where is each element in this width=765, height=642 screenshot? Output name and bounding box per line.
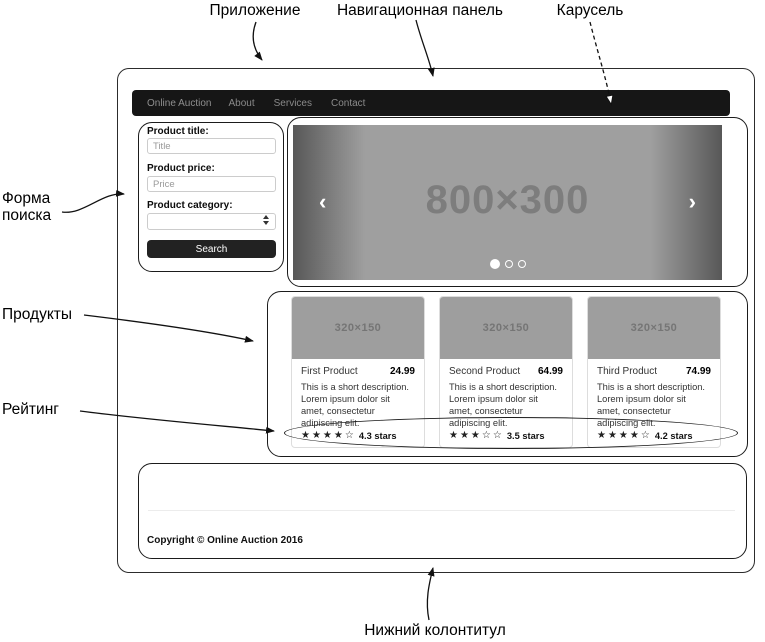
annotation-label-navbar: Навигационная панель [336, 2, 504, 19]
product-description: This is a short description. Lorem ipsum… [597, 382, 705, 429]
rating-text: 4.3 stars [358, 430, 397, 441]
carousel-prev-icon[interactable]: ‹ [319, 188, 327, 214]
product-card: 320×150 Third Product 74.99 This is a sh… [587, 296, 721, 448]
copyright-text: Copyright © Online Auction 2016 [147, 535, 303, 546]
product-price-input[interactable] [147, 176, 276, 192]
footer-divider [148, 510, 735, 511]
product-category-select[interactable] [147, 213, 276, 230]
annotation-label-footer: Нижний колонтитул [364, 622, 506, 639]
product-price: 64.99 [537, 366, 563, 377]
product-image-placeholder: 320×150 [292, 297, 424, 359]
product-title: Second Product [449, 366, 521, 377]
product-card: 320×150 Second Product 64.99 This is a s… [439, 296, 573, 448]
navbar-link-about[interactable]: About [228, 97, 255, 109]
carousel: 800×300 ‹ › [293, 125, 722, 280]
star-rating-icons: ★★★★☆ [597, 430, 652, 441]
navbar-link-services[interactable]: Services [273, 97, 312, 109]
carousel-dot-2[interactable] [504, 260, 513, 268]
carousel-next-icon[interactable]: › [688, 188, 696, 214]
rating-text: 3.5 stars [506, 430, 545, 441]
carousel-dot-1[interactable] [489, 259, 500, 269]
rating-text: 4.2 stars [654, 430, 693, 441]
product-description: This is a short description. Lorem ipsum… [301, 382, 409, 429]
annotation-label-products: Продукты [2, 306, 73, 323]
product-rating: ★★★★☆ 4.3 stars [301, 430, 419, 441]
product-card: 320×150 First Product 24.99 This is a sh… [291, 296, 425, 448]
carousel-indicators [293, 259, 722, 269]
product-image-placeholder: 320×150 [588, 297, 720, 359]
arrow-app [252, 21, 263, 61]
navbar-link-contact[interactable]: Contact [331, 97, 366, 109]
star-rating-icons: ★★★☆☆ [449, 430, 504, 441]
product-rating: ★★★☆☆ 3.5 stars [449, 430, 567, 441]
product-price: 24.99 [389, 366, 415, 377]
carousel-right-shade [650, 125, 722, 280]
navigation-bar: Online Auction About Services Contact [132, 90, 730, 116]
navbar-brand[interactable]: Online Auction [147, 97, 212, 109]
carousel-dot-3[interactable] [517, 260, 526, 268]
product-price-label: Product price: [147, 163, 215, 174]
annotation-label-app: Приложение [209, 2, 301, 19]
product-price: 74.99 [685, 366, 711, 377]
product-title-input[interactable] [147, 138, 276, 154]
product-title-label: Product title: [147, 126, 209, 137]
search-button[interactable]: Search [147, 240, 276, 258]
annotation-label-carousel: Карусель [556, 2, 624, 19]
product-title: First Product [301, 366, 358, 377]
annotation-label-rating: Рейтинг [2, 401, 59, 418]
arrow-footer [426, 567, 435, 621]
product-rating: ★★★★☆ 4.2 stars [597, 430, 715, 441]
product-title: Third Product [597, 366, 658, 377]
product-image-placeholder: 320×150 [440, 297, 572, 359]
arrow-search-form [61, 189, 125, 213]
annotation-label-search-form: Форма поиска [2, 190, 52, 224]
product-category-label: Product category: [147, 200, 233, 211]
product-description: This is a short description. Lorem ipsum… [449, 382, 557, 429]
star-rating-icons: ★★★★☆ [301, 430, 356, 441]
select-arrows-icon [263, 215, 269, 225]
carousel-left-shade [293, 125, 365, 280]
carousel-slide-placeholder: 800×300 [425, 177, 590, 222]
